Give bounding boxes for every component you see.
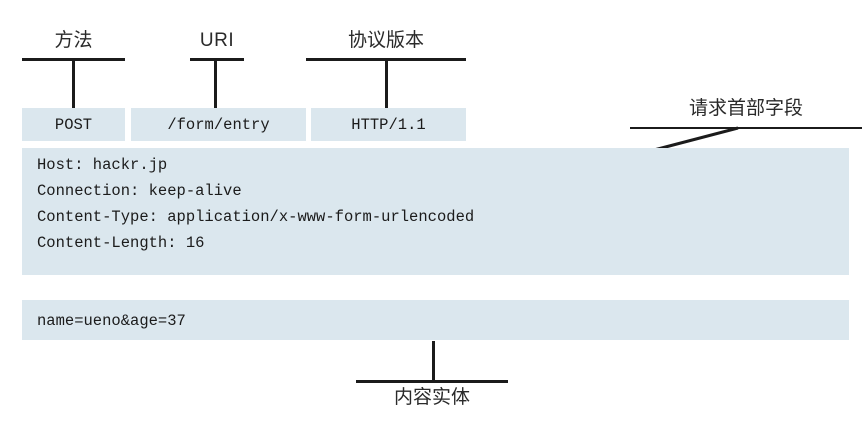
callout-rule-entity-body (356, 380, 508, 383)
callout-rule-uri (190, 58, 244, 61)
request-line-method-box (22, 108, 125, 141)
request-headers-line-1: Connection: keep-alive (37, 182, 242, 200)
request-body-line-0: name=ueno&age=37 (37, 312, 186, 330)
request-line-http-version-box (311, 108, 466, 141)
request-headers-line-2: Content-Type: application/x-www-form-url… (37, 208, 475, 226)
callout-label-request-headers: 请求首部字段 (688, 98, 803, 119)
request-line-uri-value: /form/entry (167, 116, 270, 134)
request-headers-line-0: Host: hackr.jp (37, 156, 168, 174)
callout-label-uri: URI (199, 30, 235, 51)
callout-rule-request-headers (630, 127, 862, 129)
callout-label-method: 方法 (54, 30, 93, 51)
callout-stem-http-version (385, 58, 388, 110)
callout-label-http-version: 协议版本 (347, 30, 424, 51)
callout-stem-uri (214, 58, 217, 110)
request-headers-box (22, 148, 849, 275)
callout-leader-request-headers (653, 126, 739, 152)
callout-label-entity-body: 内容实体 (393, 387, 470, 408)
request-headers-line-3: Content-Length: 16 (37, 234, 205, 252)
request-body-box (22, 300, 849, 340)
callout-stem-entity-body (432, 341, 435, 382)
request-line-method-value: POST (54, 116, 93, 134)
callout-stem-method (72, 58, 75, 110)
request-line-uri-box (131, 108, 306, 141)
request-line-http-version-value: HTTP/1.1 (351, 116, 426, 134)
